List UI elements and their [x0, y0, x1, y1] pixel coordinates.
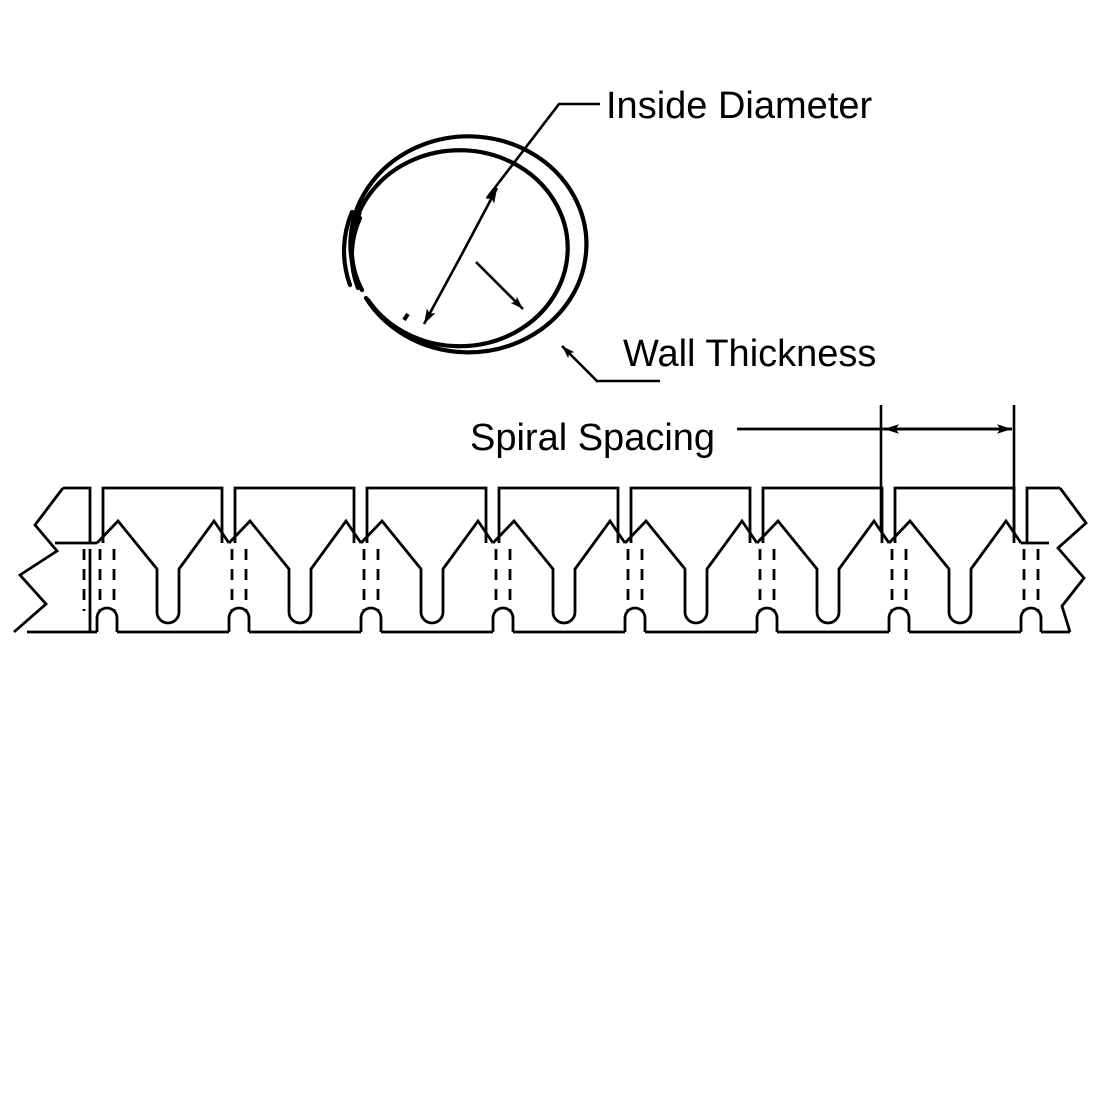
coil-outer-wall — [348, 134, 589, 355]
strip-unit-top-band — [629, 486, 752, 543]
strip-unit-left-partial — [27, 486, 97, 634]
inside-diameter-leader-line — [485, 102, 600, 199]
strip-unit-top-band — [893, 486, 1016, 543]
wall-thickness-label: Wall Thickness — [623, 333, 876, 375]
inside-diameter-leader — [485, 102, 600, 199]
strip-unit-vee-profile — [227, 518, 363, 625]
inside-diameter-label: Inside Diameter — [606, 85, 872, 127]
strip-unit — [623, 486, 759, 634]
strip-unit — [95, 486, 231, 634]
strip-right-top-band — [1025, 486, 1060, 543]
inside-diameter-dim-line-lower — [422, 253, 464, 325]
break-symbol-left — [13, 487, 65, 634]
strip-unit-bottom-tab — [887, 606, 911, 632]
strip-unit-top-band — [365, 486, 488, 543]
strip-unit-bottom-tab — [359, 606, 383, 632]
coil-spiral-lip-top — [351, 210, 362, 217]
strip-unit-bottom-tab — [491, 606, 515, 632]
strip-unit-vee-profile — [359, 518, 495, 625]
strip-unit-right-partial — [1019, 486, 1070, 634]
strip-unit-vee-profile — [887, 518, 1023, 625]
wall-thickness-dimension — [475, 261, 599, 383]
strip-unit-top-band — [497, 486, 620, 543]
strip-left-top-band — [63, 486, 92, 543]
strip-unit-vee-profile — [755, 518, 891, 625]
strip-unit-bottom-tab — [227, 606, 251, 632]
strip-unit — [887, 486, 1023, 634]
strip-unit-top-band — [101, 486, 224, 543]
wall-thickness-dim-arrow-outer — [561, 345, 599, 383]
strip-unit-top-band — [233, 486, 356, 543]
strip-unit-vee-profile — [95, 518, 231, 625]
strip-unit-bottom-tab — [623, 606, 647, 632]
coil-outer-wall-tail — [341, 209, 355, 288]
strip-unit-vee-profile — [623, 518, 759, 625]
strip-right-bottom-tab — [1019, 606, 1043, 632]
spiral-spacing-dimension — [879, 405, 1016, 534]
strip-unit — [227, 486, 363, 634]
strip-unit — [491, 486, 627, 634]
strip-unit-bottom-tab — [95, 606, 119, 632]
break-symbol-right — [1056, 487, 1088, 633]
strip-unit — [755, 486, 891, 634]
inside-diameter-dim-line-upper — [460, 187, 499, 255]
spiral-spacing-label: Spiral Spacing — [470, 417, 715, 459]
spiral-strip-side-view — [13, 486, 1088, 634]
coil-end-view — [341, 134, 589, 355]
strip-unit-vee-profile — [491, 518, 627, 625]
coil-inner-wall — [349, 148, 570, 349]
inside-diameter-dimension — [422, 187, 499, 325]
strip-unit-top-band — [761, 486, 884, 543]
coil-spiral-lip-bottom — [402, 312, 410, 322]
strip-unit-bottom-tab — [755, 606, 779, 632]
strip-unit — [359, 486, 495, 634]
wall-thickness-dim-arrow-inner — [475, 261, 524, 310]
coil-inner-wall-tail — [349, 215, 363, 291]
